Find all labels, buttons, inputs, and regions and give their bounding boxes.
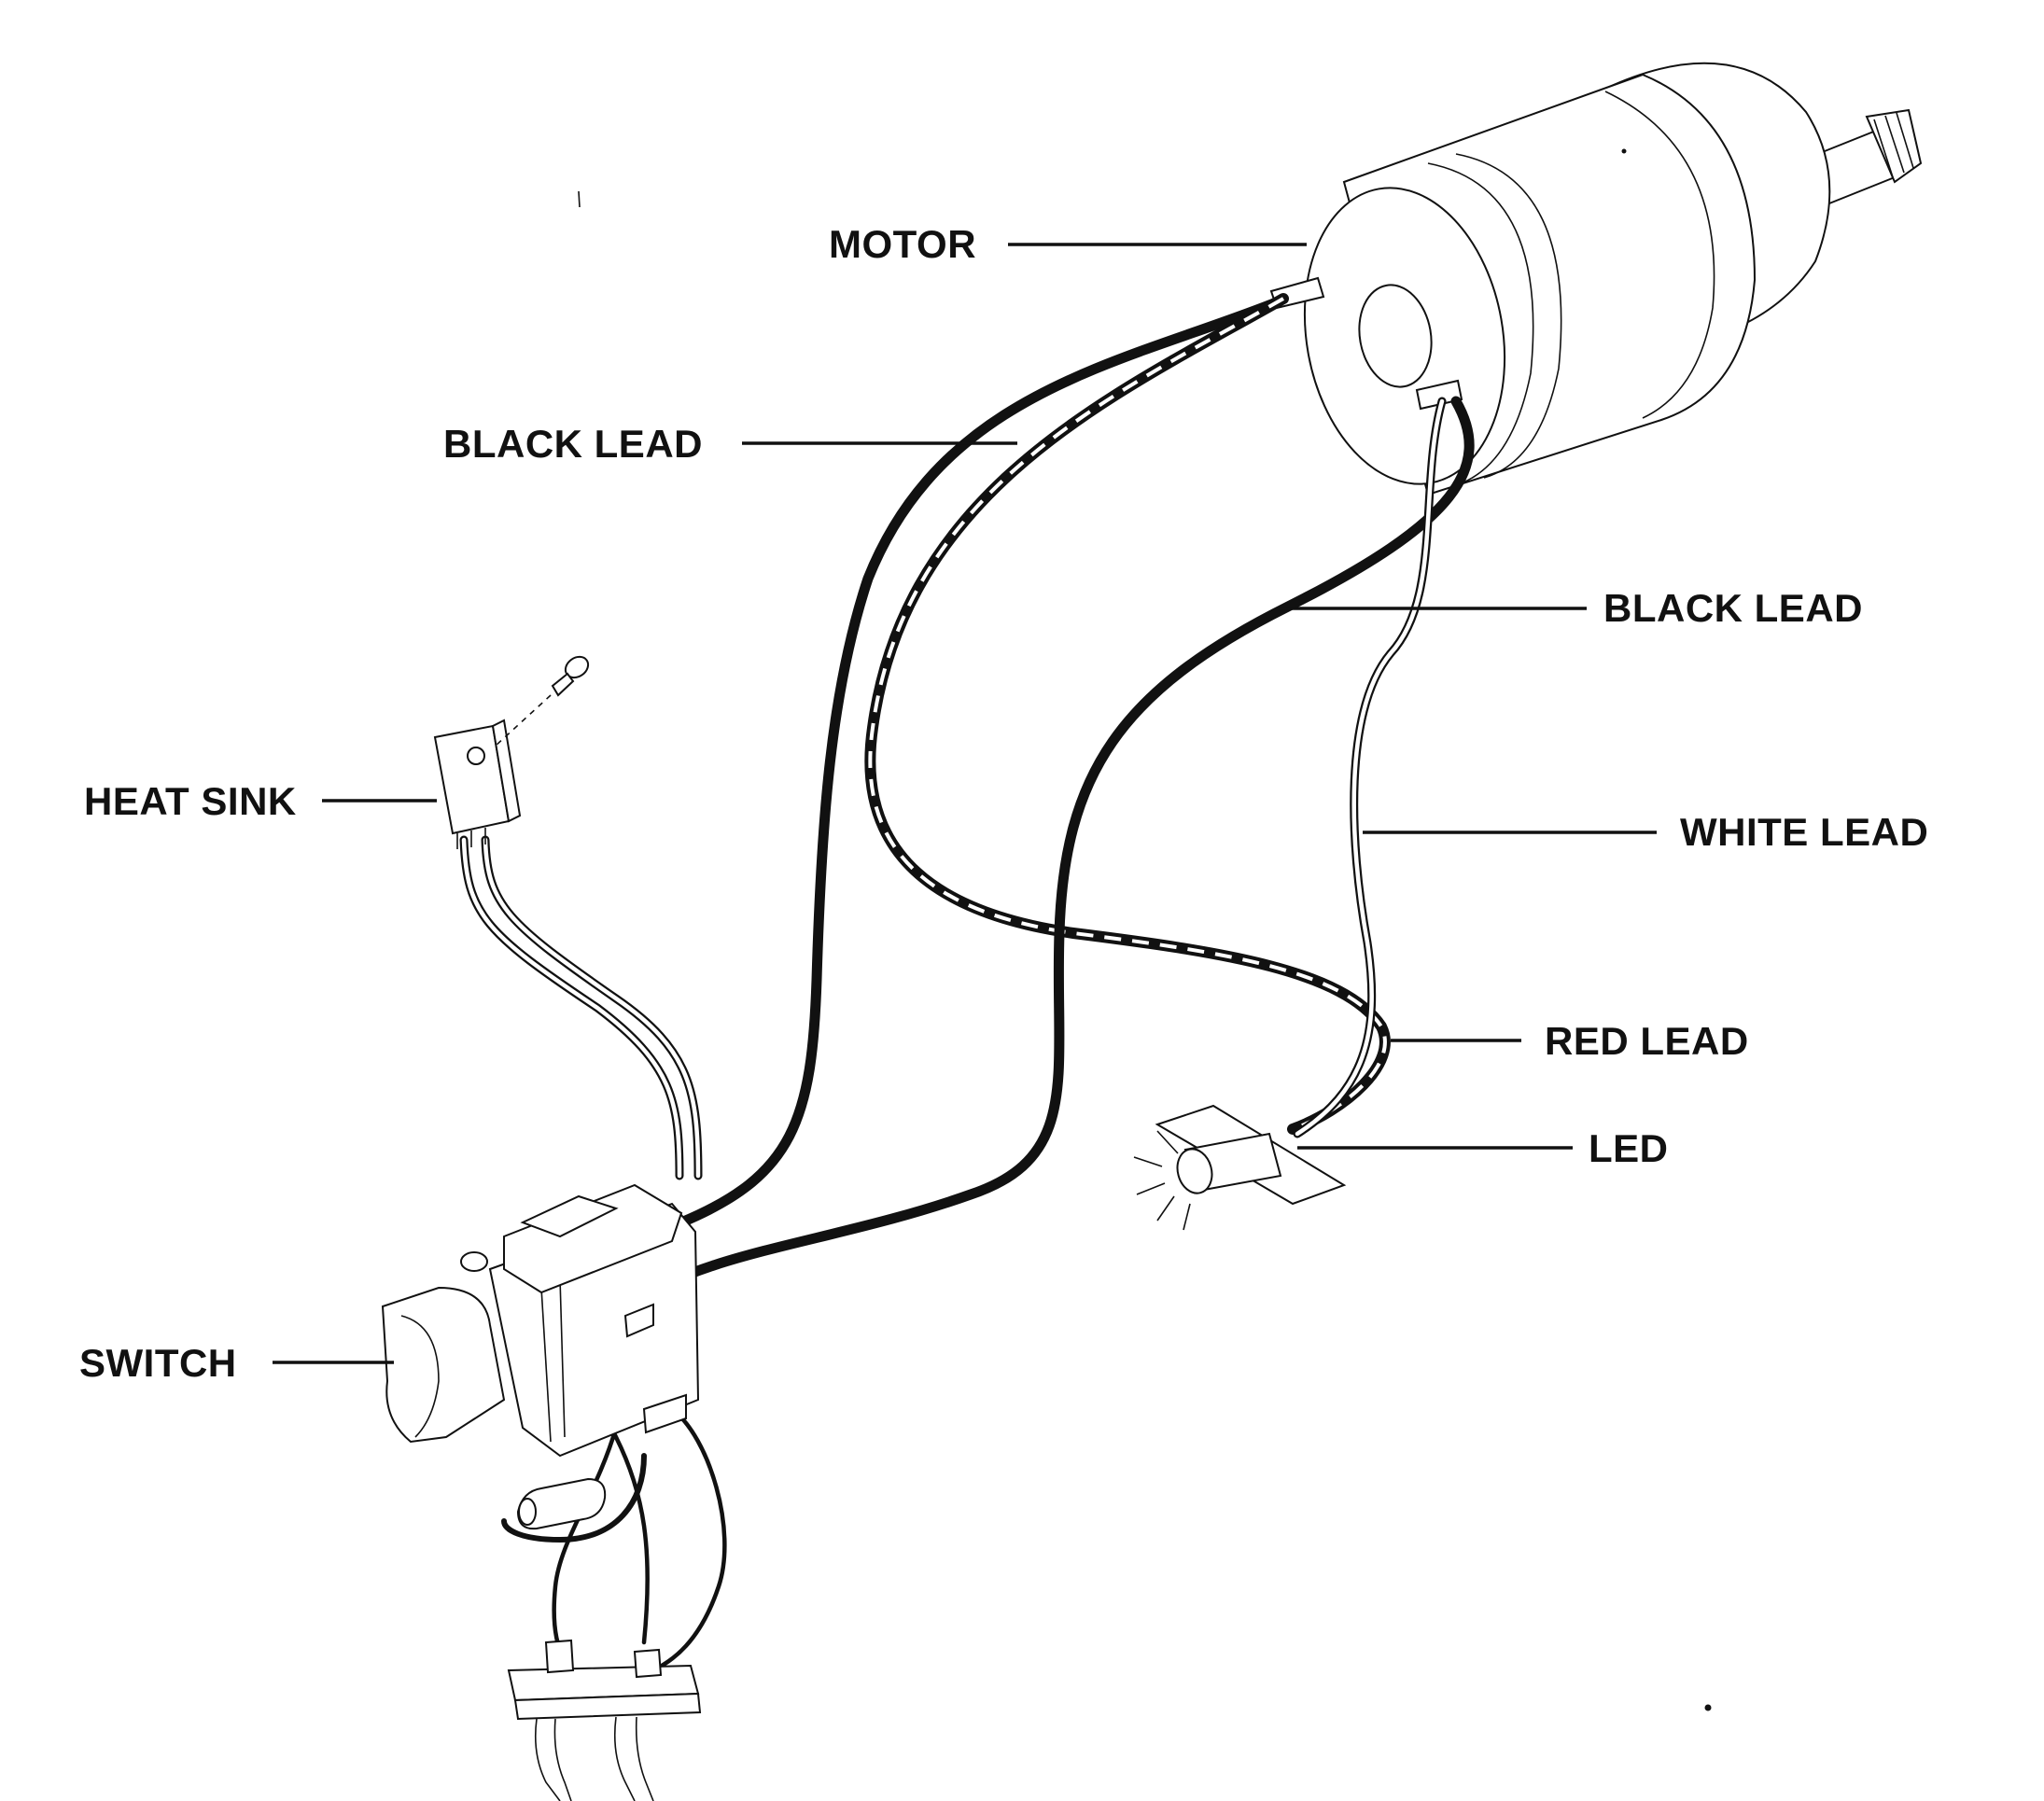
switch <box>381 1183 700 1458</box>
motor-boss <box>1358 284 1433 388</box>
heat-sink <box>433 719 522 849</box>
capacitor <box>516 1477 607 1530</box>
battery-terminal-block <box>507 1639 702 1801</box>
black-lead-lower-wire <box>629 396 1475 1307</box>
motor-label: MOTOR <box>829 222 976 266</box>
led-label: LED <box>1589 1126 1669 1170</box>
black-lead-upper-label: BLACK LEAD <box>443 422 703 466</box>
black-lead-upper-wire <box>676 298 1280 1228</box>
switch-label: SWITCH <box>79 1341 237 1385</box>
motor-terminal-bottom <box>1415 379 1463 411</box>
red-lead-label: RED LEAD <box>1545 1019 1749 1063</box>
motor <box>1269 62 1923 496</box>
red-lead-wire <box>864 293 1391 1135</box>
heat-sink-label: HEAT SINK <box>84 779 297 823</box>
heat-sink-screw <box>494 655 590 747</box>
white-lead-label: WHITE LEAD <box>1680 810 1928 854</box>
led-assembly <box>1133 1104 1347 1231</box>
black-lead-right-label: BLACK LEAD <box>1603 586 1863 630</box>
